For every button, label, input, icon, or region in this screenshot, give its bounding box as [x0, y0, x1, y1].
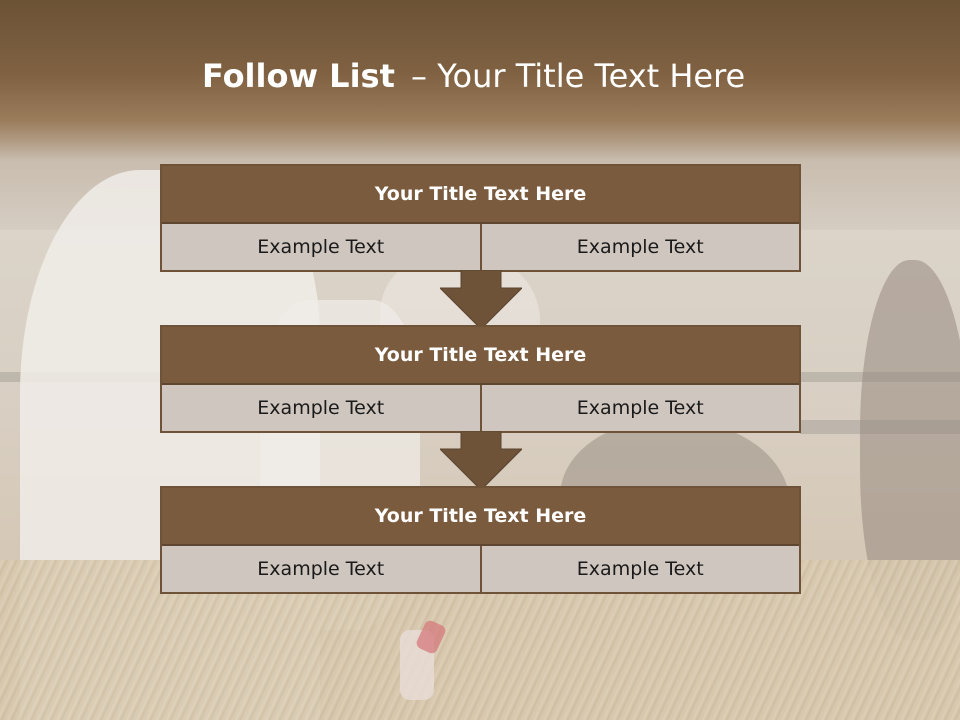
step-cell-left: Example Text	[162, 385, 480, 431]
step-cell-right: Example Text	[479, 224, 799, 270]
step-box-1: Your Title Text Here Example Text Exampl…	[160, 164, 801, 272]
step-cell-left: Example Text	[162, 224, 480, 270]
down-arrow-icon	[440, 431, 522, 491]
step-box-3: Your Title Text Here Example Text Exampl…	[160, 486, 801, 594]
step-title: Your Title Text Here	[162, 327, 799, 385]
step-row: Example Text Example Text	[162, 546, 799, 592]
page-title-rest: – Your Title Text Here	[411, 57, 746, 95]
step-cell-right: Example Text	[479, 546, 799, 592]
page-title: Follow List – Your Title Text Here	[0, 52, 960, 100]
page-title-bold: Follow List	[202, 57, 395, 95]
step-title: Your Title Text Here	[162, 166, 799, 224]
step-box-2: Your Title Text Here Example Text Exampl…	[160, 325, 801, 433]
down-arrow-icon	[440, 270, 522, 330]
step-cell-right: Example Text	[479, 385, 799, 431]
step-cell-left: Example Text	[162, 546, 480, 592]
step-row: Example Text Example Text	[162, 385, 799, 431]
step-row: Example Text Example Text	[162, 224, 799, 270]
step-title: Your Title Text Here	[162, 488, 799, 546]
header-band	[0, 0, 960, 160]
